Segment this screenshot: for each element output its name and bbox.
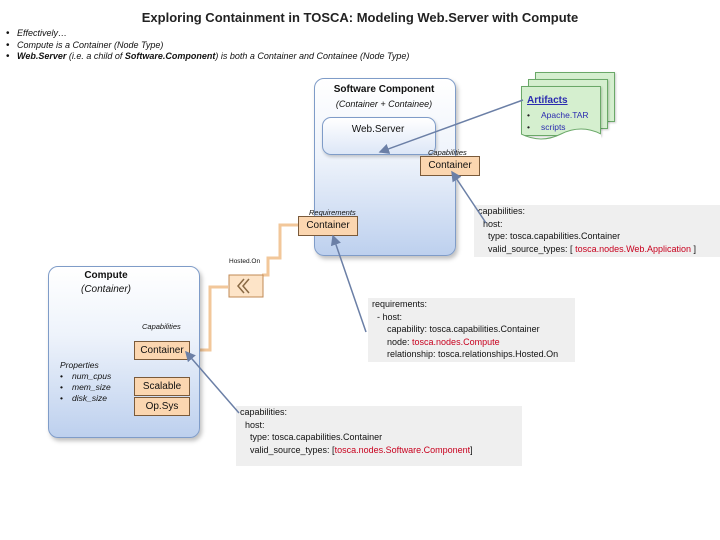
software-requirement-container[interactable]: Container [298,216,358,236]
artifacts-list: •Apache.TAR •scripts [527,109,589,133]
list-item: •num_cpus [60,371,112,381]
software-component-subtitle: (Container + Containee) [335,99,433,109]
compute-title: Compute [84,270,128,281]
compute-properties: Properties •num_cpus •mem_size •disk_siz… [60,360,111,404]
hostedon-relationship-icon[interactable] [228,274,264,298]
hostedon-connector [262,223,298,277]
hostedon-label: Hosted.On [229,258,261,265]
intro-bullets: •Effectively… •Compute is a Container (N… [6,28,409,63]
compute-capability-container[interactable]: Container [134,341,190,360]
compute-capabilities-yaml: capabilities: host: type: tosca.capabili… [236,406,522,466]
page-title: Exploring Containment in TOSCA: Modeling… [141,10,579,25]
software-capabilities-yaml: capabilities: host: type: tosca.capabili… [474,205,720,257]
compute-capabilities-label: Capabilities [142,322,181,331]
software-component-title: Software Component [333,84,435,95]
list-item: •Apache.TAR [527,110,589,120]
webserver-label: Web.Server [351,124,405,135]
artifact-wave-edge [521,128,601,148]
compute-capability-opsys[interactable]: Op.Sys [134,397,190,416]
bullet-item: •Effectively… [6,28,68,39]
bullet-item: •Compute is a Container (Node Type) [6,39,164,51]
artifacts-title[interactable]: Artifacts [527,95,568,106]
software-capability-container[interactable]: Container [420,156,480,176]
webserver-requirements-yaml: requirements: - host: capability: tosca.… [368,298,575,362]
compute-capability-scalable[interactable]: Scalable [134,377,190,396]
software-requirements-label: Requirements [309,208,356,217]
list-item: •disk_size [60,393,107,403]
list-item: •scripts [527,122,566,132]
list-item: •mem_size [60,382,111,392]
compute-subtitle: (Container) [80,284,132,295]
bullet-item: •Web.Server (i.e. a child of Software.Co… [6,51,410,62]
properties-label: Properties [60,360,99,370]
webserver-node[interactable] [322,117,436,155]
